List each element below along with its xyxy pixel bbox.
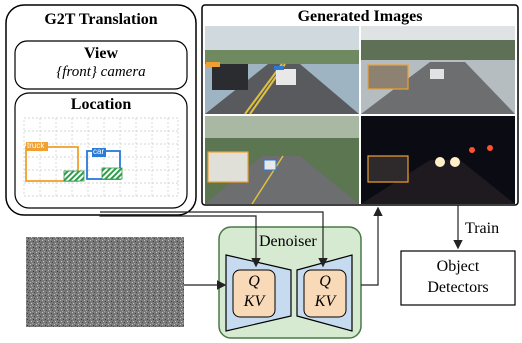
truck-bbox — [25, 142, 85, 182]
qkv-box-1 — [232, 269, 276, 318]
qkv-2-q: Q — [319, 273, 331, 290]
view-value: {front} camera — [56, 64, 146, 80]
train-label: Train — [465, 220, 500, 237]
detector-line-2: Detectors — [427, 279, 489, 296]
connector-arrows — [99, 205, 463, 290]
g2t-title: G2T Translation — [44, 11, 158, 28]
generated-image-3 — [205, 116, 359, 205]
qkv-1-kv: KV — [243, 293, 265, 310]
noise-image — [26, 237, 184, 327]
qkv-2-kv: KV — [314, 293, 336, 310]
view-title: View — [83, 45, 119, 62]
truck-label: truck — [27, 141, 45, 150]
detector-line-1: Object — [436, 258, 480, 275]
qkv-1-q: Q — [248, 273, 260, 290]
car-label: car — [93, 147, 105, 156]
generated-image-4 — [361, 116, 515, 204]
generated-image-2 — [361, 26, 515, 114]
generated-image-1 — [205, 26, 359, 115]
location-grid — [23, 117, 179, 197]
qkv-box-2 — [303, 269, 347, 318]
object-detectors-box — [400, 250, 516, 306]
denoiser-label: Denoiser — [259, 233, 317, 250]
view-box — [14, 40, 188, 90]
car-bbox — [86, 148, 123, 180]
location-title: Location — [70, 96, 132, 113]
generated-title: Generated Images — [297, 8, 423, 25]
